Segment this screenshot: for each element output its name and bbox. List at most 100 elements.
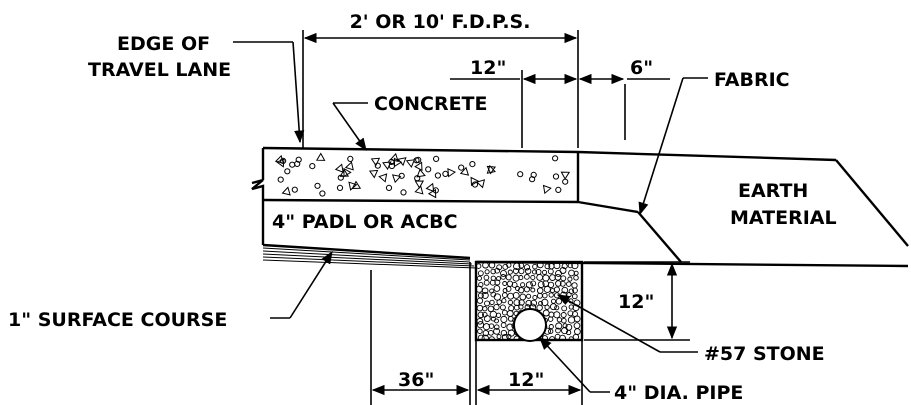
aggregate-triangle [405,159,416,168]
stone-particle [567,263,573,269]
aggregate-circle [425,166,432,173]
stone-particle [536,262,544,269]
stone-particle [493,327,501,335]
aggregate-triangle [351,180,362,190]
aggregate-triangle [370,157,381,167]
aggregate-triangle [470,176,480,187]
stone-particle [477,311,485,319]
stone-label: #57 STONE [704,343,825,365]
stone-particle [555,327,561,334]
stone-particle [494,267,501,274]
aggregate-circle [319,190,326,197]
stone-particle [525,267,532,275]
aggregate-circle [530,171,537,178]
stone-particle [530,287,536,293]
stone-particle [548,324,554,330]
stone-particle [561,317,567,324]
aggregate-circle [284,168,291,175]
stone-particle [483,274,490,281]
aggregate-triangle [393,157,403,168]
stone-particle [493,285,501,292]
stone-particle [501,333,509,340]
stone-particle [523,286,530,293]
stone-particle [553,286,560,293]
stone-particle [476,297,484,304]
aggregate-triangle [414,185,424,195]
aggregate-triangle [368,169,379,179]
surface-course-layer [262,247,477,269]
stone-particle [476,263,482,269]
aggregate-triangle [486,165,497,175]
stone-particle [530,274,536,281]
aggregate-triangle [344,161,354,171]
stone-particle [554,273,562,281]
edge-of-label-line1: EDGE OF [117,33,210,55]
stone-particle [518,275,524,281]
stone-particle [565,329,572,336]
aggregate-triangle [348,181,358,191]
stone-particle [571,282,578,289]
stone-particle [482,262,489,269]
stone-particle [512,274,520,282]
aggregate-triangle [416,168,426,178]
aggregate-circle [398,172,405,179]
aggregate-circle [433,155,440,162]
stone-particle [511,281,518,288]
stone-particle [547,268,554,275]
stone-particle [493,293,502,301]
leader-surface-course: 1" SURFACE COURSE [8,250,333,331]
aggregate-triangle [276,158,285,168]
stone-particle [542,292,548,299]
aggregate-triangle [315,152,326,161]
aggregate-circle [413,157,420,164]
stone-particle [559,267,567,274]
stone-particle [553,262,561,270]
aggregate-circle [471,181,479,188]
aggregate-circle [552,155,559,162]
stone-particle [573,275,579,281]
stone-particle [531,269,538,275]
stone-particle [523,264,531,271]
stone-particle [572,287,578,294]
dim-12-bottom-label: 12" [508,369,544,391]
stone-particle [568,288,575,294]
aggregate-circle [347,155,354,162]
stone-particle [476,321,485,329]
aggregate-circle [337,174,344,181]
aggregate-triangle [391,174,402,184]
stone-particle [573,315,581,323]
stone-particle [477,270,484,277]
stone-particle [542,274,550,282]
aggregate-triangle [281,186,291,196]
stone-particle [507,299,514,306]
earth-slope [475,150,909,268]
aggregate-circle [469,161,476,168]
aggregate-triangle [378,173,388,183]
stone-particle [518,304,524,310]
stone-particle [550,298,557,304]
stone-particle [548,292,554,298]
stone-particle [553,311,561,319]
stone-particle [556,317,563,323]
dim-36-bottom-label: 36" [398,369,434,391]
aggregate-triangle [334,163,344,173]
stone-particle [489,299,495,306]
stone-particle [496,334,502,340]
aggregate-circle [552,173,560,180]
stone-particle [488,262,496,269]
stone-particle [561,286,569,294]
aggregate-triangle [542,184,552,195]
stone-particle [549,303,557,311]
concrete-aggregate [274,152,571,199]
pipe-label: 4" DIA. PIPE [614,382,743,404]
dimension-12-right: 12" [584,261,690,341]
stone-particle [502,281,508,286]
stone-particle [541,269,548,275]
stone-particle [524,274,530,280]
stone-particle [548,311,555,318]
concrete-layer [251,146,580,204]
fabric-label: FABRIC [714,69,790,91]
aggregate-circle [517,171,524,178]
aggregate-triangle [459,166,470,176]
stone-particle [530,299,538,307]
